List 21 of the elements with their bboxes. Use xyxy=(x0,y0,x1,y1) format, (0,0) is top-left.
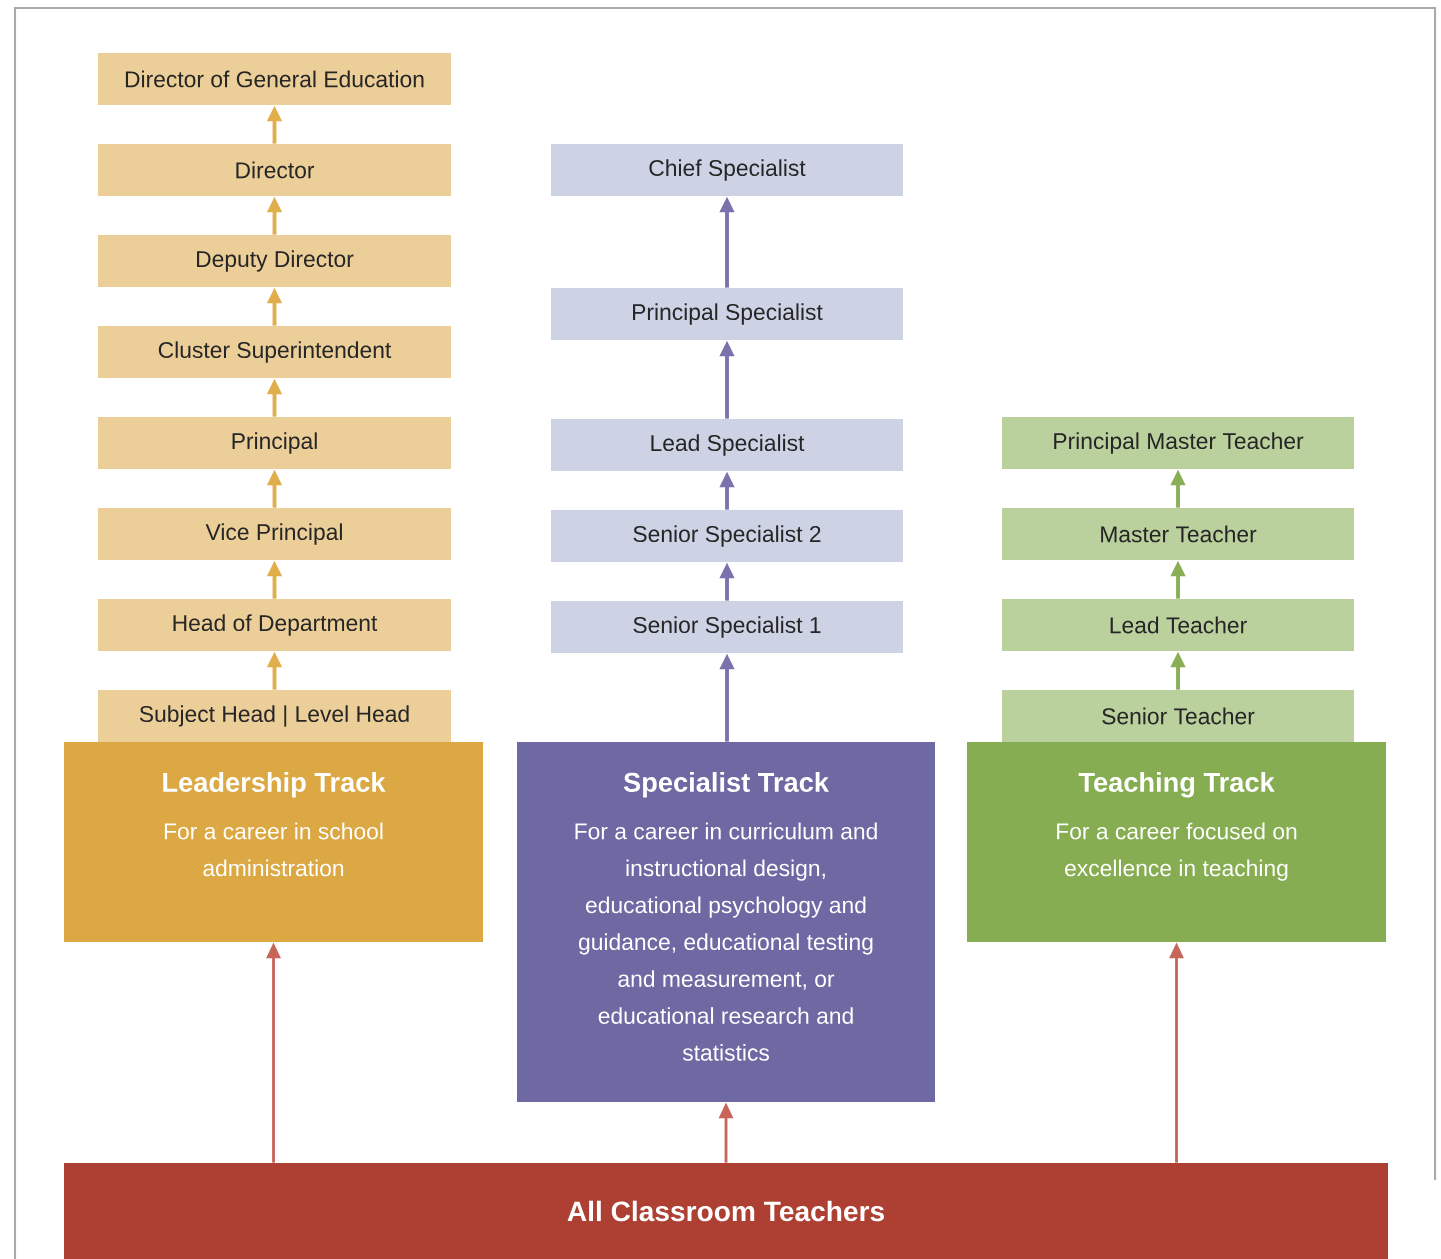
position-box: Director xyxy=(98,144,451,196)
position-box: Director of General Education xyxy=(98,53,451,105)
position-box: Principal xyxy=(98,417,451,469)
base-box: All Classroom Teachers xyxy=(64,1163,1388,1259)
track-box: Specialist Track For a career in curriculum and instructional design, educational psychology and guidance, educational testing and measurement, or educational research and statistics xyxy=(517,742,935,1102)
position-box: Deputy Director xyxy=(98,235,451,287)
position-box: Subject Head | Level Head xyxy=(98,690,451,742)
position-box: Lead Specialist xyxy=(551,419,903,471)
position-box: Cluster Superintendent xyxy=(98,326,451,378)
position-box: Principal Specialist xyxy=(551,288,903,340)
track-box: Teaching Track For a career focused on excellence in teaching xyxy=(967,742,1386,942)
position-box: Vice Principal xyxy=(98,508,451,560)
position-box: Principal Master Teacher xyxy=(1002,417,1355,469)
position-box: Senior Specialist 1 xyxy=(551,601,903,653)
track-box: Leadership Track For a career in school administration xyxy=(64,742,483,942)
position-box: Senior Specialist 2 xyxy=(551,510,903,562)
position-box: Master Teacher xyxy=(1002,508,1355,560)
position-box: Senior Teacher xyxy=(1002,690,1355,742)
position-box: Chief Specialist xyxy=(551,144,903,196)
position-box: Head of Department xyxy=(98,599,451,651)
position-box: Lead Teacher xyxy=(1002,599,1355,651)
